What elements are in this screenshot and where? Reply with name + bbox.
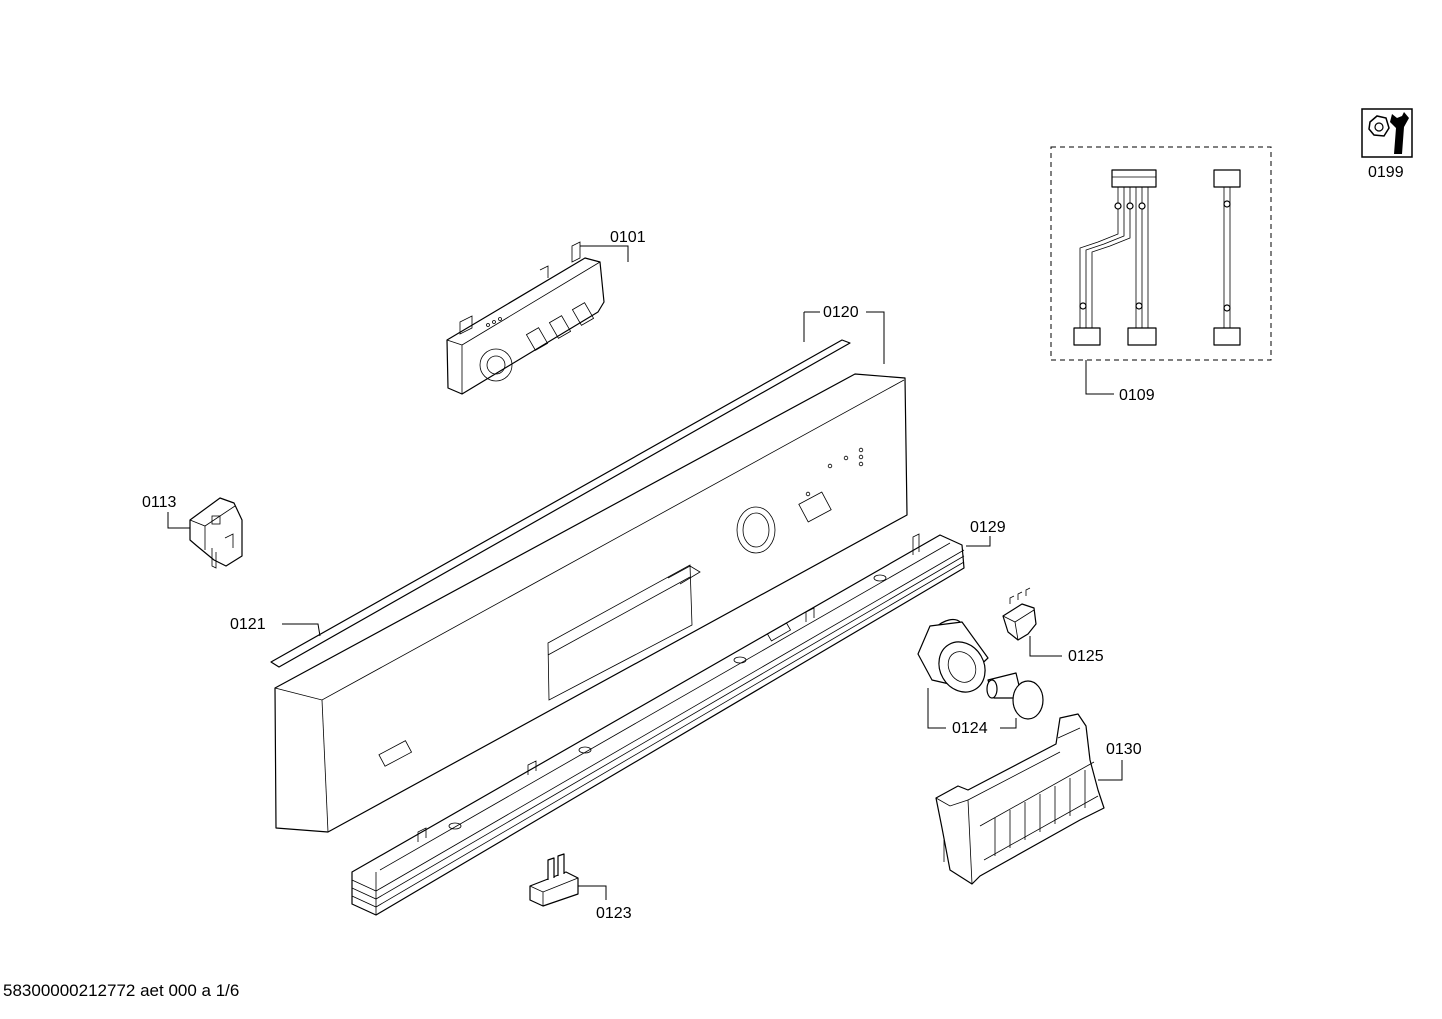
- part-label-0124: 0124: [952, 720, 988, 737]
- cable-holder-bracket[interactable]: [935, 713, 1105, 885]
- control-module[interactable]: [446, 241, 605, 395]
- part-label-0123: 0123: [596, 905, 632, 922]
- part-label-0109: 0109: [1119, 387, 1155, 404]
- bottom-trim-rail[interactable]: [351, 533, 965, 916]
- wiring-harness-group[interactable]: [1050, 146, 1272, 361]
- part-label-0129: 0129: [970, 519, 1006, 536]
- leader-lines: [167, 245, 1123, 900]
- seal-strip[interactable]: [270, 339, 851, 668]
- part-label-0121: 0121: [230, 616, 266, 633]
- part-labels: 0101 0120 0109 0199 0113 0121 0129 0125 …: [142, 164, 1404, 922]
- sensor-clip[interactable]: [1002, 587, 1037, 641]
- part-label-0125: 0125: [1068, 648, 1104, 665]
- door-switch[interactable]: [529, 853, 579, 907]
- program-knob[interactable]: [917, 613, 994, 701]
- part-label-0120: 0120: [823, 304, 859, 321]
- control-panel-fascia[interactable]: [274, 373, 908, 833]
- wrench-tool-icon[interactable]: [1361, 108, 1413, 158]
- drawing-reference-footer: 58300000212772 aet 000 a 1/6: [3, 981, 240, 1000]
- push-button[interactable]: [986, 672, 1044, 720]
- part-label-0130: 0130: [1106, 741, 1142, 758]
- part-label-0199: 0199: [1368, 164, 1404, 181]
- hinge-bracket[interactable]: [189, 497, 243, 569]
- part-label-0113: 0113: [142, 494, 177, 511]
- part-label-0101: 0101: [610, 229, 646, 246]
